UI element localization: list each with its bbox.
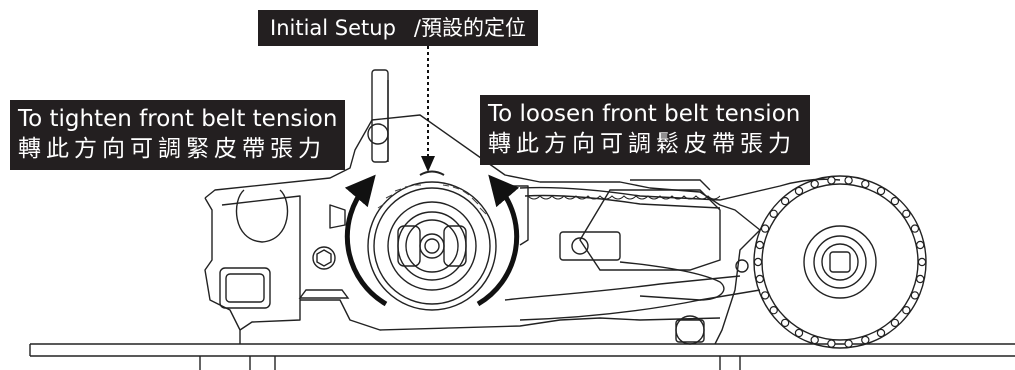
sprocket-pulley	[753, 175, 927, 349]
sprocket-hole	[902, 209, 911, 218]
sprocket-hole	[827, 176, 836, 185]
clockwise-arrow-icon	[476, 174, 520, 307]
loosen-label: To loosen front belt tension 轉此方向可調鬆皮帶張力	[480, 95, 811, 165]
sprocket-hole	[861, 335, 870, 345]
dotted-arrow-down-icon	[421, 46, 435, 172]
mounting-slot	[219, 189, 289, 309]
counterclockwise-arrow-icon	[344, 174, 388, 307]
pulley-teeth	[377, 184, 487, 215]
idler-mechanism	[559, 179, 749, 345]
sprocket-hole	[910, 224, 920, 233]
sprocket-hole	[890, 196, 900, 206]
sprocket-hole	[910, 291, 920, 300]
sprocket-hole	[794, 328, 804, 338]
sprocket-hole	[753, 257, 763, 267]
sprocket-holes	[753, 176, 927, 348]
sprocket-hole	[844, 339, 853, 348]
sprocket-hole	[780, 318, 790, 328]
hex-bolt	[298, 246, 350, 299]
sprocket-hole	[876, 328, 886, 338]
tighten-label: To tighten front belt tension 轉此方向可調緊皮帶張…	[10, 100, 346, 170]
initial-setup-en: Initial Setup	[270, 15, 396, 40]
sprocket-hole	[917, 257, 927, 267]
sprocket-hole	[916, 240, 925, 250]
sprocket-hole	[861, 179, 870, 189]
sprocket-hole	[827, 339, 836, 348]
sprocket-hole	[760, 224, 770, 233]
sprocket-hole	[760, 291, 770, 300]
sprocket-hole	[876, 186, 886, 196]
sprocket-hole	[810, 335, 819, 345]
bulkhead-frame	[204, 114, 761, 345]
chassis-plate	[29, 343, 1015, 370]
drive-belt	[504, 178, 841, 321]
sprocket-hole	[794, 186, 804, 196]
sprocket-hole	[755, 274, 765, 284]
tensioner-pulley	[367, 170, 497, 311]
tensioner-bracket	[367, 69, 389, 163]
sprocket-hole	[780, 196, 790, 206]
sprocket-hole	[890, 318, 900, 328]
sprocket-hole	[769, 209, 778, 218]
initial-setup-label: Initial Setup /預設的定位	[258, 10, 538, 46]
loosen-label-en: To loosen front belt tension	[488, 101, 801, 127]
sprocket-hole	[769, 306, 778, 315]
sprocket-hole	[916, 274, 925, 284]
initial-setup-zh: /預設的定位	[413, 15, 526, 40]
loosen-label-zh: 轉此方向可調鬆皮帶張力	[488, 131, 796, 157]
tighten-label-zh: 轉此方向可調緊皮帶張力	[18, 136, 326, 162]
sprocket-hole	[755, 240, 765, 250]
sprocket-hole	[810, 179, 819, 189]
sprocket-hole	[902, 306, 911, 315]
sprocket-hole	[844, 176, 853, 185]
tighten-label-en: To tighten front belt tension	[18, 106, 338, 132]
